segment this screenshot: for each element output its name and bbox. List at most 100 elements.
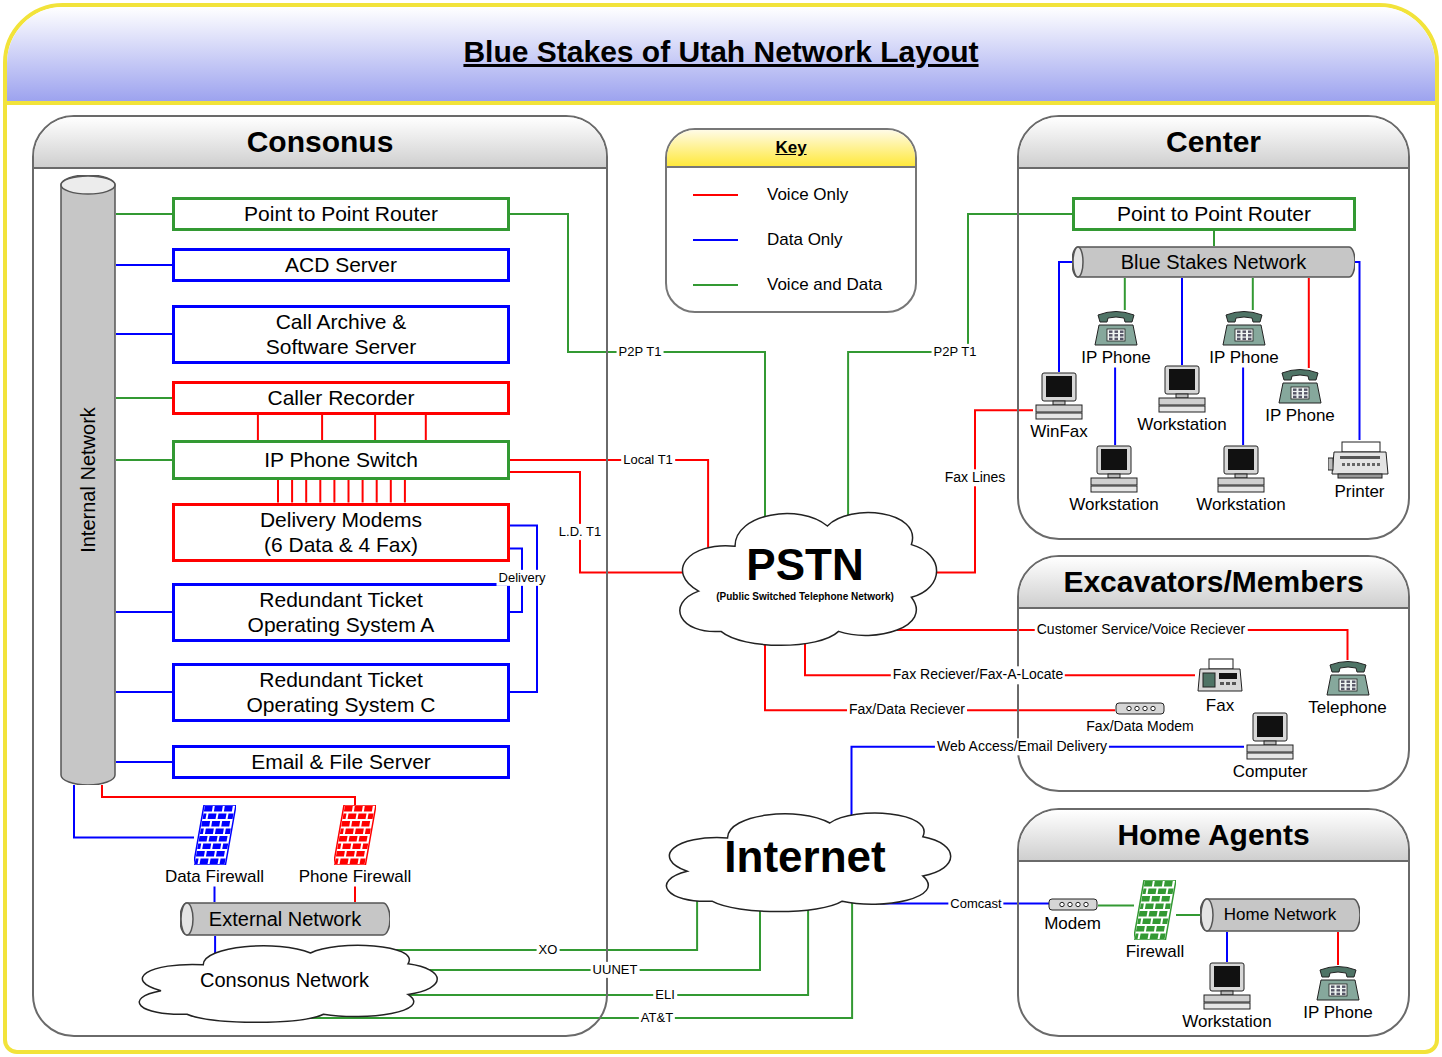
device-icon: IP Phone	[1200, 310, 1288, 368]
connector	[1059, 262, 1072, 372]
bus-text: Internal Network	[77, 407, 100, 553]
connector	[1226, 932, 1228, 962]
connector	[1355, 262, 1360, 440]
connector	[510, 472, 695, 573]
bus-text: Home Network	[1224, 906, 1336, 925]
legend-box: KeyVoice OnlyData OnlyVoice and Data	[665, 128, 917, 313]
edge-label: P2P T1	[932, 344, 979, 360]
edge-label: P2P T1	[617, 344, 664, 360]
box-text: Point to Point Router	[244, 201, 438, 226]
box-text: Caller Recorder	[267, 385, 414, 410]
device-icon: WinFax	[1022, 372, 1096, 442]
edge-label: L.D. T1	[557, 524, 603, 540]
network-bus: Blue Stakes Network	[1072, 246, 1355, 278]
device-label: IP Phone	[1303, 1003, 1373, 1023]
device-icon: Workstation	[1060, 445, 1168, 515]
connector	[1181, 278, 1183, 365]
box-text: Delivery Modems (6 Data & 4 Fax)	[249, 507, 434, 557]
device-symbol	[334, 805, 376, 865]
device-icon: Printer	[1322, 440, 1397, 502]
device-icon: Workstation	[1172, 962, 1282, 1032]
region-header: Excavators/Members	[1019, 557, 1408, 609]
connector	[116, 333, 172, 335]
device-label: Fax/Data Modem	[1086, 718, 1193, 734]
server-box: Point to Point Router	[1072, 197, 1356, 231]
server-box: Caller Recorder	[172, 381, 510, 415]
device-symbol	[1094, 310, 1138, 346]
legend-text: Data Only	[767, 229, 843, 251]
edge-label: Customer Service/Voice Reciever	[1035, 621, 1248, 638]
connector	[1308, 278, 1310, 368]
legend-header: Key	[667, 130, 915, 168]
network-cloud: Internet	[650, 800, 960, 915]
connector	[1242, 368, 1244, 446]
device-label: Printer	[1334, 482, 1384, 502]
connector	[376, 480, 378, 503]
edge-label: Fax/Data Reciever	[847, 702, 967, 719]
site-region: ConsonusInternal NetworkPoint to Point R…	[32, 115, 608, 1037]
device-symbol	[1033, 372, 1085, 420]
device-icon: Computer	[1225, 712, 1315, 782]
region-heading: Home Agents	[1117, 818, 1309, 852]
device-icon: Fax/Data Modem	[1080, 700, 1200, 734]
connector	[291, 480, 293, 503]
box-text: Redundant Ticket Operating System C	[236, 667, 446, 717]
edge-label: ELI	[653, 987, 677, 1003]
edge-label: Local T1	[621, 452, 675, 468]
region-header: Center	[1019, 117, 1408, 169]
bus-text: Blue Stakes Network	[1121, 251, 1307, 273]
box-text: IP Phone Switch	[264, 447, 418, 472]
device-symbol	[1156, 365, 1208, 413]
box-text: ACD Server	[285, 252, 397, 277]
cloud-text: (Public Switched Telephone Network)	[716, 592, 894, 603]
device-symbol	[1115, 700, 1165, 716]
site-region: Home AgentsModemFirewallHome NetworkWork…	[1017, 808, 1410, 1037]
edge-label: AT&T	[639, 1010, 675, 1026]
edge-label: XO	[537, 942, 560, 958]
connector	[1176, 914, 1200, 916]
connector	[116, 397, 172, 399]
connector	[305, 480, 307, 503]
connector	[102, 785, 355, 805]
box-text: Call Archive & Software Server	[251, 309, 431, 359]
device-label: Fax	[1206, 696, 1234, 716]
device-symbol	[1244, 712, 1296, 760]
diagram-title: Blue Stakes of Utah Network Layout	[0, 34, 1442, 70]
connector	[880, 903, 1050, 905]
device-symbol	[1088, 445, 1140, 493]
device-icon: IP Phone	[1297, 965, 1379, 1023]
device-symbol	[1222, 310, 1266, 346]
connector	[116, 611, 172, 613]
connector	[404, 480, 406, 503]
legend-swatch	[693, 194, 738, 196]
connector	[1337, 932, 1339, 965]
connector	[390, 480, 392, 503]
device-label: Telephone	[1308, 698, 1386, 718]
device-label: WinFax	[1030, 422, 1088, 442]
bus-text: External Network	[209, 908, 361, 930]
connector	[1124, 278, 1126, 310]
device-symbol	[194, 805, 236, 865]
edge-label: Fax Reciever/Fax-A-Locate	[891, 667, 1065, 684]
edge-label: Web Access/Email Delivery	[935, 738, 1109, 755]
server-box: Redundant Ticket Operating System C	[172, 663, 510, 722]
connector	[214, 887, 216, 903]
server-box: Point to Point Router	[172, 197, 510, 231]
box-text: Point to Point Router	[1117, 201, 1311, 226]
server-box: Email & File Server	[172, 745, 510, 779]
device-label: IP Phone	[1209, 348, 1279, 368]
device-label: IP Phone	[1081, 348, 1151, 368]
cloud-text: Consonus Network	[200, 970, 369, 991]
network-cloud: PSTN(Public Switched Telephone Network)	[665, 495, 945, 650]
device-symbol	[1328, 440, 1392, 480]
network-bus: Internal Network	[60, 175, 116, 785]
device-label: Modem	[1044, 914, 1101, 934]
connector	[805, 630, 1195, 675]
device-icon: Fax	[1195, 658, 1245, 716]
device-icon: Phone Firewall	[290, 805, 420, 887]
connector	[855, 630, 1348, 660]
device-symbol	[1326, 660, 1370, 696]
cloud-text: Internet	[724, 834, 885, 880]
device-icon: Workstation	[1128, 365, 1236, 435]
device-icon: IP Phone	[1072, 310, 1160, 368]
